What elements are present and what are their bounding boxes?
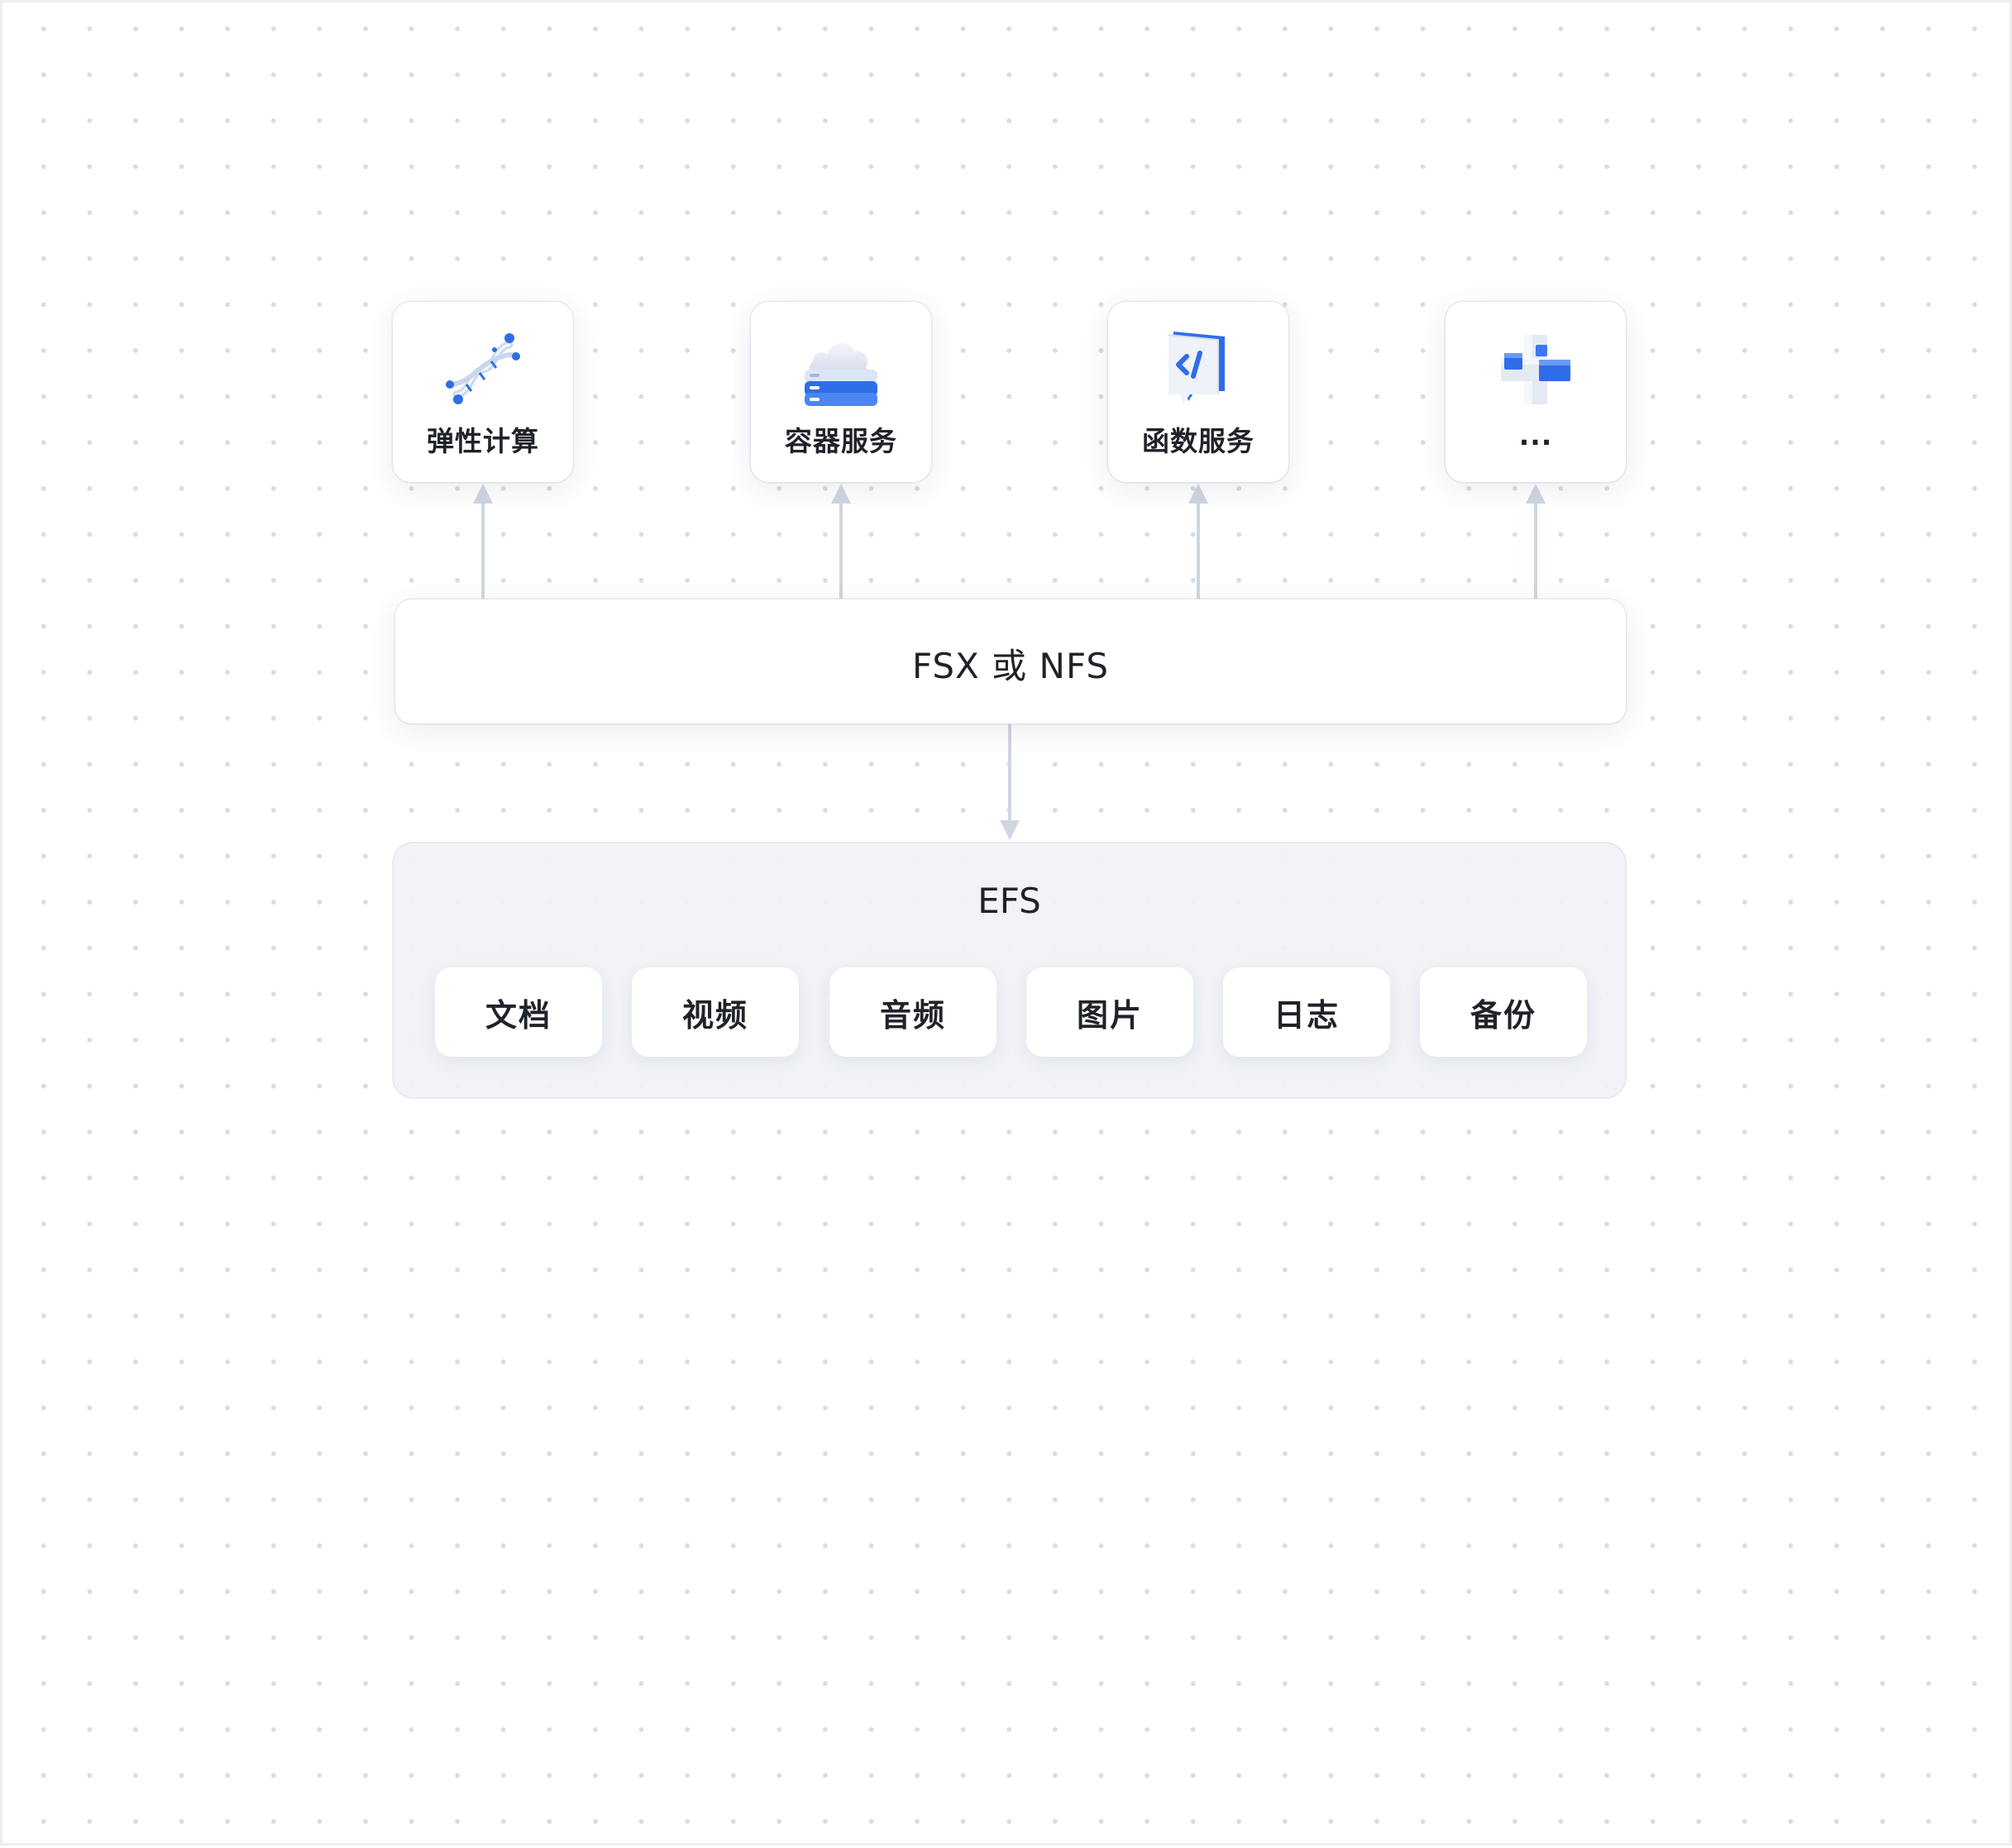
code-function-icon: [1168, 332, 1225, 404]
efs-item-backup[interactable]: 备份: [1420, 967, 1587, 1057]
service-label: 弹性计算: [427, 425, 539, 457]
efs-item-video[interactable]: 视频: [632, 967, 799, 1057]
connector-to-function-service: [1188, 484, 1208, 599]
service-label: ...: [1518, 419, 1553, 451]
efs-item-audio[interactable]: 音频: [829, 967, 996, 1057]
service-card-more[interactable]: ...: [1446, 302, 1626, 482]
connector-fsx-to-efs: [1000, 723, 1020, 840]
efs-storage-group: EFS 文档 视频 音频 图片 日志 备份: [392, 842, 1627, 1099]
service-label: 函数服务: [1142, 425, 1255, 457]
service-label: 容器服务: [785, 425, 897, 457]
service-card-function-service[interactable]: 函数服务: [1108, 302, 1288, 482]
plus-cubes-icon: [1501, 335, 1570, 404]
connector-to-elastic-compute: [473, 484, 493, 599]
connector-to-container-service: [831, 484, 851, 599]
service-card-elastic-compute[interactable]: 弹性计算: [393, 302, 573, 482]
cloud-server-icon: [805, 342, 877, 406]
service-card-container-service[interactable]: 容器服务: [751, 302, 931, 482]
fsx-nfs-layer[interactable]: FSX 或 NFS: [395, 599, 1626, 723]
connector-to-more-services: [1526, 484, 1546, 599]
dna-helix-icon: [446, 333, 520, 404]
efs-title: EFS: [977, 881, 1041, 921]
efs-item-images[interactable]: 图片: [1026, 967, 1193, 1057]
efs-item-documents[interactable]: 文档: [435, 967, 602, 1057]
fsx-nfs-label: FSX 或 NFS: [911, 646, 1110, 686]
efs-item-logs[interactable]: 日志: [1223, 967, 1390, 1057]
